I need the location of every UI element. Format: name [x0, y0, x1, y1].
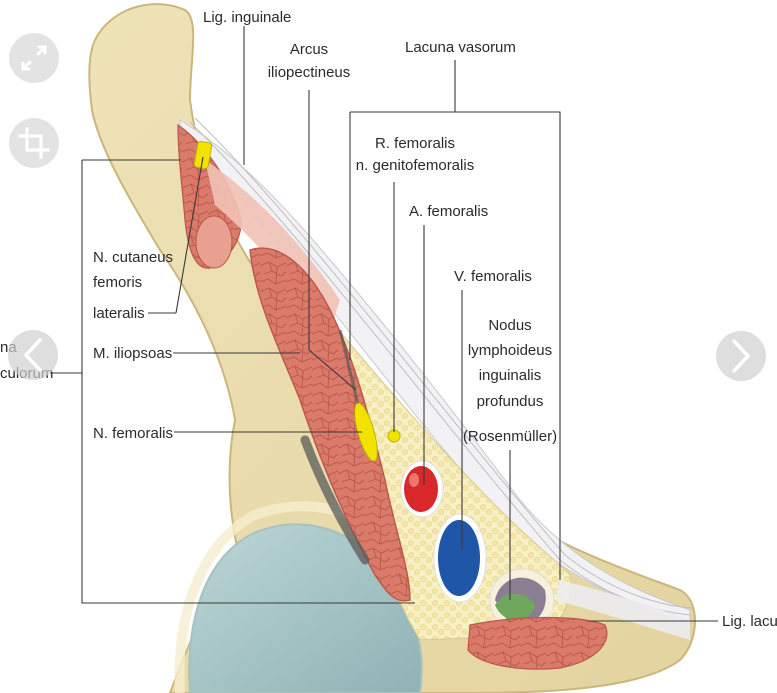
- expand-button[interactable]: [9, 33, 59, 83]
- label-nodus-line1: Nodus: [488, 317, 531, 334]
- label-nodus-line4: profundus: [477, 393, 544, 410]
- label-r-femoralis-line1: R. femoralis: [375, 135, 455, 152]
- chevron-left-icon: [24, 338, 42, 372]
- iliopsoas-muscle: [249, 247, 411, 602]
- label-n-cutaneus-line1: N. cutaneus: [93, 249, 173, 266]
- label-nodus-line5: (Rosenmüller): [463, 428, 557, 445]
- label-r-femoralis-line2: n. genitofemoralis: [356, 157, 474, 174]
- label-nodus-line3: inguinalis: [479, 367, 542, 384]
- label-nodus-line2: lymphoideus: [468, 342, 552, 359]
- femoral-nerve: [354, 402, 378, 462]
- label-n-cutaneus-line3: lateralis: [93, 305, 145, 322]
- chevron-right-icon: [732, 339, 750, 373]
- crop-button[interactable]: [9, 118, 59, 168]
- label-arcus-line1: Arcus: [290, 41, 328, 58]
- label-n-cutaneus-line2: femoris: [93, 274, 142, 291]
- crop-icon: [18, 127, 50, 159]
- label-lig-inguinale: Lig. inguinale: [203, 9, 291, 26]
- next-image-button[interactable]: [716, 331, 766, 381]
- pectineus-muscle: [467, 616, 608, 670]
- label-arcus-line2: iliopectineus: [268, 64, 351, 81]
- prev-image-button[interactable]: [8, 330, 58, 380]
- expand-icon: [21, 45, 47, 71]
- label-v-femoralis: V. femoralis: [454, 268, 532, 285]
- label-n-femoralis: N. femoralis: [93, 425, 173, 442]
- label-a-femoralis: A. femoralis: [409, 203, 488, 220]
- label-m-iliopsoas: M. iliopsoas: [93, 345, 172, 362]
- label-lacuna-vasorum: Lacuna vasorum: [405, 39, 516, 56]
- label-lig-lacunare: Lig. lacur: [722, 613, 777, 630]
